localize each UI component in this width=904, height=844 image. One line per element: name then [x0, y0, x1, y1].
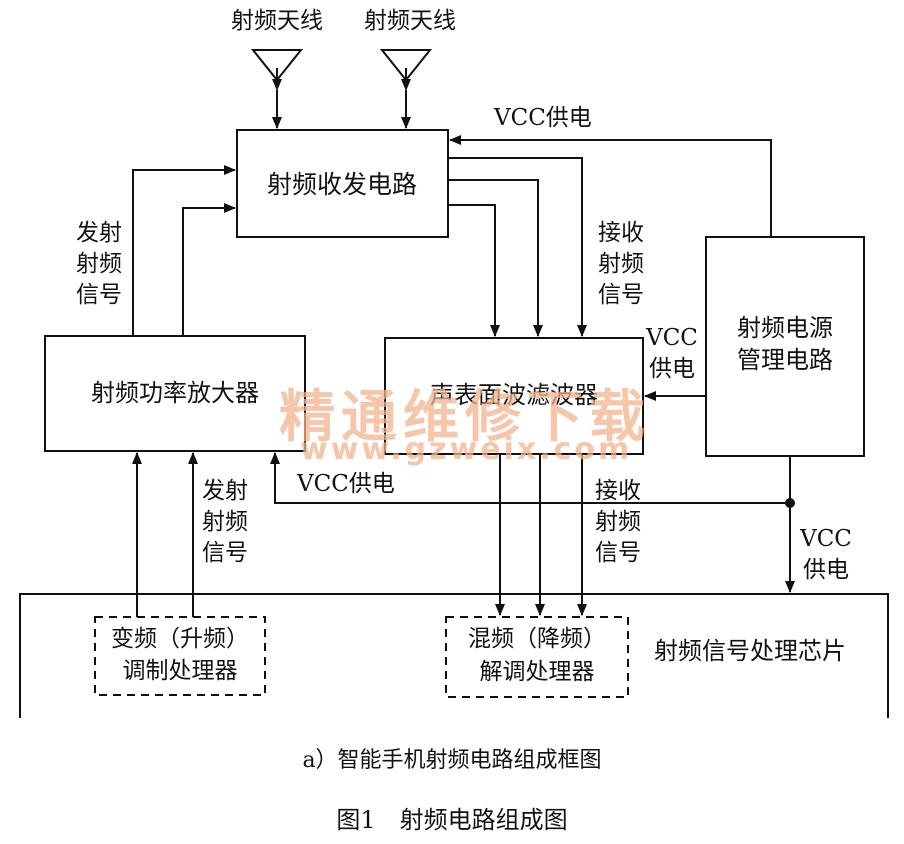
tx-lower-label: 发射 射频 信号: [195, 476, 255, 569]
rx-lower-label: 接收 射频 信号: [588, 476, 648, 569]
rf-transceiver-block: [236, 129, 449, 238]
tx-lower-label-1: 发射: [202, 478, 248, 504]
vcc-bottom-label-1: VCC: [800, 526, 852, 552]
antenna-label-left: 射频天线: [231, 8, 323, 34]
downconvert-demodulator-label-2: 解调处理器: [479, 659, 595, 685]
rf-signal-chip-label: 射频信号处理芯片: [654, 637, 846, 665]
upconvert-modulator-block: [94, 616, 266, 696]
tx-upper-label-2: 射频: [76, 251, 122, 277]
vcc-right-label: VCC 供电: [642, 323, 702, 385]
vcc-right-label-1: VCC: [646, 325, 698, 351]
vcc-middle-label: VCC供电: [297, 471, 395, 497]
vcc-feed-power-amplifier: [270, 452, 790, 504]
tx-path-outer: [132, 165, 236, 336]
rx-upper-label: 接收 射频 信号: [591, 218, 651, 311]
watermark-title: 精通维修下载: [279, 385, 651, 450]
rx-upper-label-1: 接收: [598, 220, 644, 246]
watermark-url: www.gzweix.com: [300, 432, 633, 467]
rf-power-management-label-2: 管理电路: [737, 346, 833, 374]
sub-caption: a）智能手机射频电路组成框图: [302, 748, 602, 773]
saw-filter-block: [384, 337, 644, 455]
rf-signal-chip-block: [19, 593, 889, 718]
tx-path-inner: [182, 203, 236, 336]
rx-lower-label-2: 射频: [595, 509, 641, 535]
vcc-feed-transceiver: [449, 135, 772, 237]
rf-power-amplifier-label: 射频功率放大器: [91, 379, 259, 407]
rx-path-3: [448, 157, 587, 337]
antenna-label-right: 射频天线: [364, 8, 456, 34]
rx-path-2: [448, 179, 543, 337]
vcc-top-label: VCC供电: [494, 105, 592, 131]
tx-upper-label-1: 发射: [76, 220, 122, 246]
vcc-bottom-label-2: 供电: [803, 557, 849, 583]
tx-lower-label-3: 信号: [202, 540, 248, 566]
downconvert-demodulator-block: [445, 616, 629, 698]
antenna-icon-left: [250, 49, 304, 82]
rf-power-amplifier-block: [44, 335, 306, 452]
rx-path-1: [448, 204, 500, 337]
vcc-bottom-label: VCC 供电: [796, 524, 856, 586]
rf-power-management-block: [705, 236, 865, 457]
tx-upper-label: 发射 射频 信号: [69, 218, 129, 311]
vcc-right-label-2: 供电: [649, 356, 695, 382]
upconvert-modulator-label-2: 调制处理器: [122, 658, 238, 684]
downconvert-demodulator-label-1: 混频（降频）: [468, 626, 606, 652]
saw-filter-label: 声表面波滤波器: [430, 381, 598, 409]
rx-upper-label-2: 射频: [598, 251, 644, 277]
rx-upper-label-3: 信号: [598, 282, 644, 308]
tx-upper-label-3: 信号: [76, 282, 122, 308]
antenna-icon-right: [379, 49, 433, 82]
rf-transceiver-label: 射频收发电路: [266, 170, 418, 199]
rx-lower-label-1: 接收: [595, 478, 641, 504]
rf-power-management-label-1: 射频电源: [737, 314, 833, 342]
upconvert-modulator-label-1: 变频（升频）: [111, 626, 249, 652]
figure-caption: 图1 射频电路组成图: [336, 806, 568, 834]
tx-lower-label-2: 射频: [202, 509, 248, 535]
rx-lower-label-3: 信号: [595, 540, 641, 566]
